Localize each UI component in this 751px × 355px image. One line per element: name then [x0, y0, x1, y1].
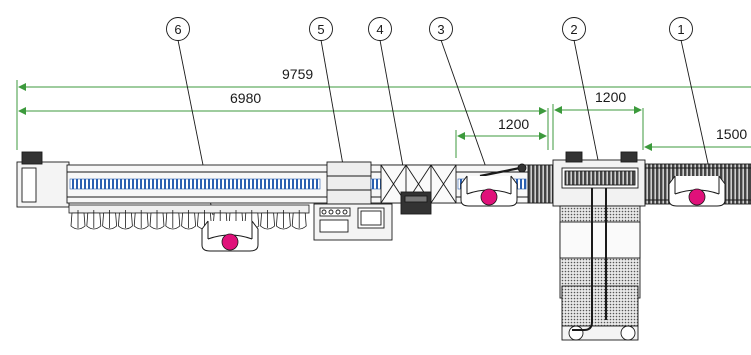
dim-label-main: 6980 [230, 90, 261, 106]
callout-6-label: 6 [174, 22, 181, 37]
dimension-lines [16, 80, 751, 158]
dim-label-overall: 9759 [282, 66, 313, 82]
module-2-tower [552, 151, 646, 341]
module-5 [326, 161, 372, 205]
callout-5: 5 [309, 17, 333, 41]
callout-1-label: 1 [677, 22, 684, 37]
conveyor-belt-left [69, 178, 321, 190]
callout-3-label: 3 [437, 22, 444, 37]
operator-station-icon [201, 220, 259, 252]
callout-4: 4 [368, 17, 392, 41]
control-cabinet [313, 203, 393, 241]
dim-label-section-a: 1200 [498, 116, 529, 132]
callout-6: 6 [166, 17, 190, 41]
callout-2: 2 [562, 17, 586, 41]
callout-5-label: 5 [317, 22, 324, 37]
dim-label-section-c: 1500 [716, 126, 747, 142]
callout-4-label: 4 [376, 22, 383, 37]
dim-label-section-b: 1200 [595, 89, 626, 105]
operator-station-icon [460, 175, 518, 207]
callout-2-label: 2 [570, 22, 577, 37]
operator-stations [201, 175, 726, 252]
operator-station-icon [668, 175, 726, 207]
callout-1: 1 [669, 17, 693, 41]
hopper-pleats [70, 210, 307, 230]
callout-3: 3 [429, 17, 453, 41]
module-4-unit [400, 191, 432, 215]
